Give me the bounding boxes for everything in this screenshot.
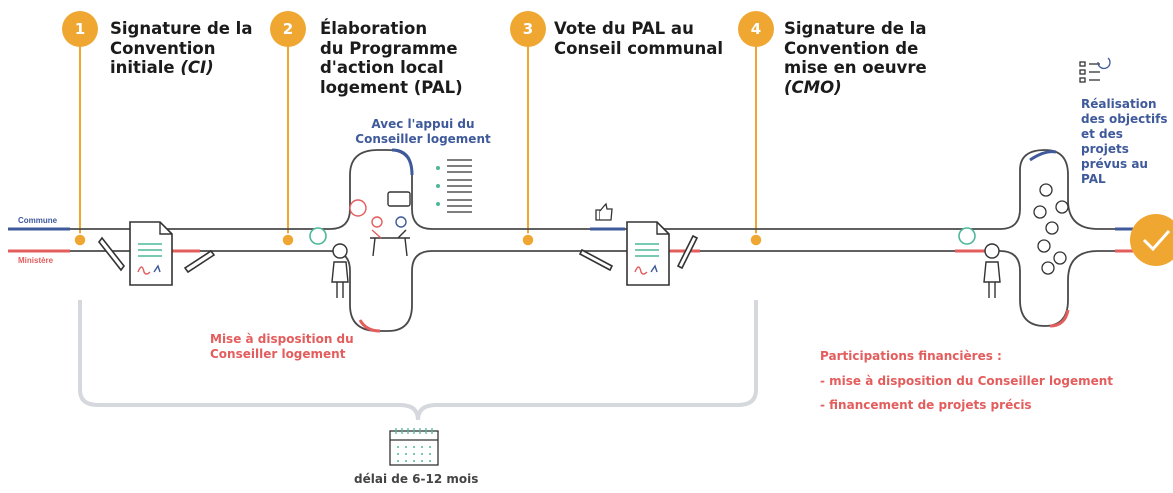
participations-item: - mise à disposition du Conseiller logem… xyxy=(820,374,1114,388)
participations-title: Participations financières : xyxy=(820,349,1002,363)
mise-a-disposition-note: Mise à disposition du Conseiller logemen… xyxy=(210,332,354,361)
step-3-badge: 3 xyxy=(510,11,546,47)
commune-label: Commune xyxy=(18,216,58,225)
process-icon xyxy=(1079,57,1111,83)
realisation-note: Réalisation des objectifs et des projets… xyxy=(1081,97,1168,186)
step-1-title-last: initiale xyxy=(110,58,181,77)
step-1-title: Signature de la Convention initiale (CI) xyxy=(110,19,260,78)
step-1-badge: 1 xyxy=(62,11,98,47)
delai-label: délai de 6-12 mois xyxy=(354,472,479,486)
speech-bubble-icon xyxy=(958,227,976,245)
calendar-icon xyxy=(389,428,439,466)
step-4-title: Signature de la Convention de mise en oe… xyxy=(784,19,944,97)
pen-icon xyxy=(578,234,699,272)
step-1-title-italic: (CI) xyxy=(180,58,214,77)
step-4-title-main: Signature de la Convention de mise en oe… xyxy=(784,19,927,77)
speech-bubble-icon xyxy=(309,227,327,245)
step-2-badge: 2 xyxy=(270,11,306,47)
document-icon xyxy=(626,221,670,286)
delay-bracket xyxy=(78,300,758,421)
pen-icon xyxy=(97,236,216,274)
person-icon xyxy=(983,243,1001,298)
step-1-title-main: Signature de la Convention xyxy=(110,19,253,58)
thumbs-up-icon xyxy=(595,202,613,221)
checkmark-icon xyxy=(1130,214,1173,266)
appui-note: Avec l'appui du Conseiller logement xyxy=(355,117,491,146)
ministere-segments xyxy=(8,249,1135,333)
process-tracks xyxy=(8,149,1135,332)
step-lines xyxy=(79,44,757,240)
commune-segments xyxy=(8,148,1135,231)
step-3-title: Vote du PAL au Conseil communal xyxy=(554,19,724,58)
meeting-icon xyxy=(349,191,411,257)
checklist-icon xyxy=(436,159,472,213)
ministere-label: Ministère xyxy=(18,256,54,265)
step-2-title: Élaboration du Programme d'action local … xyxy=(320,19,463,97)
process-icon xyxy=(1033,183,1069,275)
person-icon xyxy=(331,243,349,298)
track-step-dots xyxy=(73,233,763,247)
step-4-badge: 4 xyxy=(738,11,774,47)
document-icon xyxy=(129,221,173,286)
participations-item: - financement de projets précis xyxy=(820,398,1032,412)
step-4-title-italic: (CMO) xyxy=(784,77,842,97)
